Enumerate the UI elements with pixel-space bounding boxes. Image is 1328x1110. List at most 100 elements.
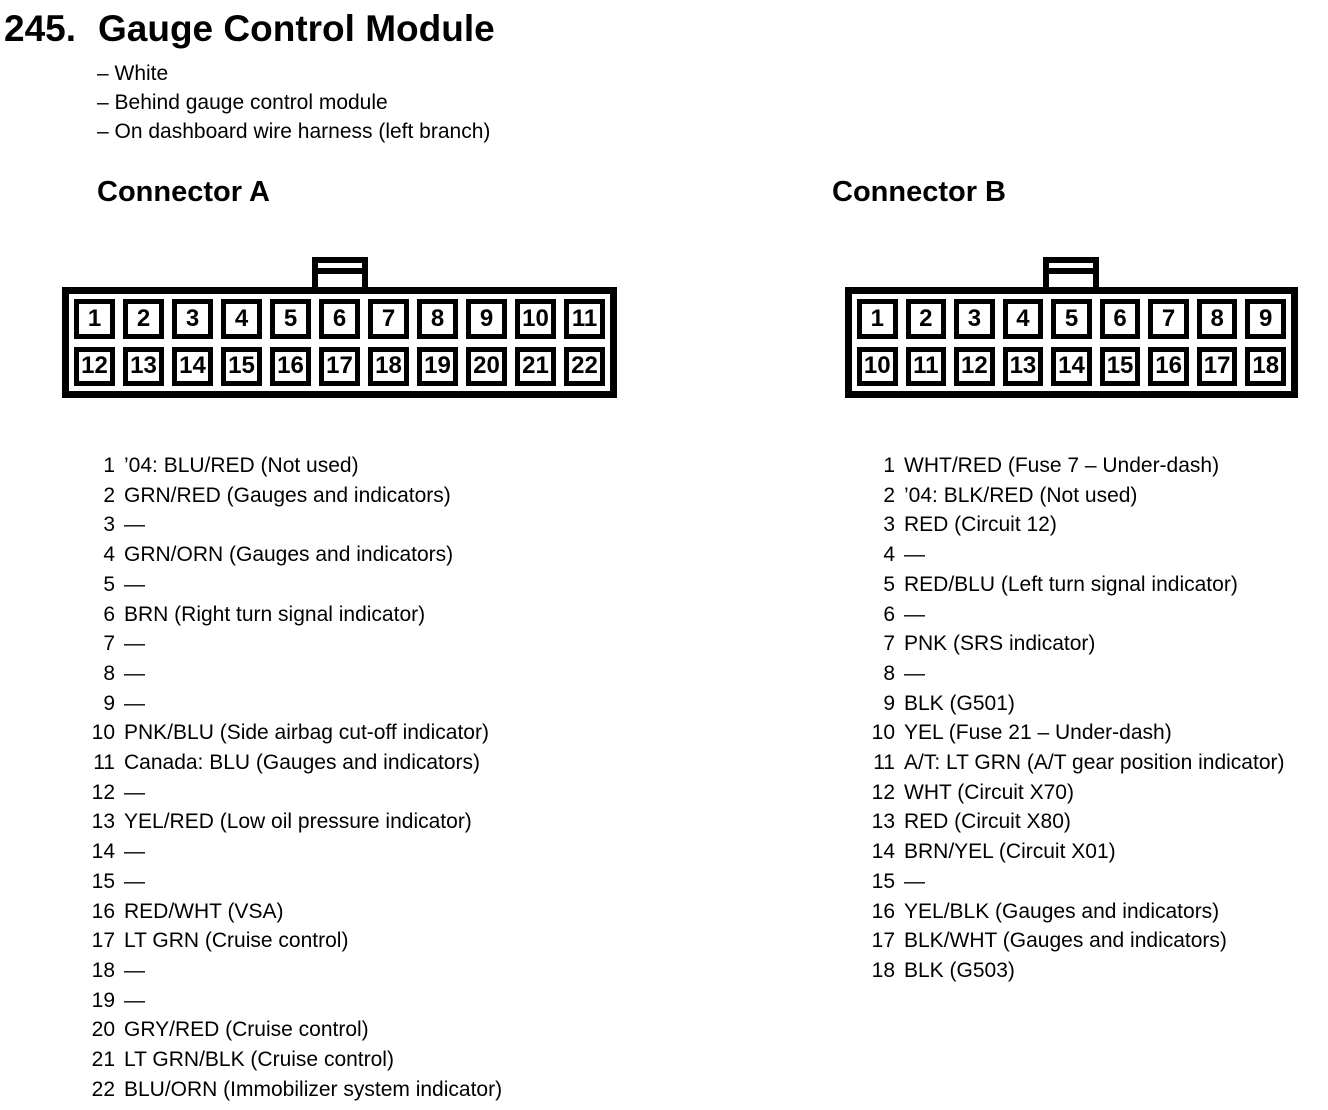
pin-number: 12 xyxy=(871,780,895,804)
pin-description: BLK/WHT (Gauges and indicators) xyxy=(904,929,1227,953)
pin-cell: 12 xyxy=(74,346,115,386)
pin-description: GRN/ORN (Gauges and indicators) xyxy=(124,543,454,567)
pin-description: — xyxy=(124,840,145,864)
connector-a-pin-list: 1 ’04: BLU/RED (Not used) 2 GRN/RED (Gau… xyxy=(85,451,502,1104)
pin-cell: 3 xyxy=(954,299,995,339)
pin-number: 9 xyxy=(883,691,895,715)
pin-cell: 9 xyxy=(466,299,507,339)
pin-description: YEL/BLK (Gauges and indicators) xyxy=(904,899,1220,923)
pin-description: WHT (Circuit X70) xyxy=(904,780,1074,804)
pin-row: 13 YEL/RED (Low oil pressure indicator) xyxy=(85,807,502,837)
pin-row: 12 WHT (Circuit X70) xyxy=(865,778,1284,808)
pin-number: 2 xyxy=(103,483,115,507)
pin-cell: 17 xyxy=(1196,346,1238,386)
connector-a-heading: Connector A xyxy=(97,176,270,208)
pin-row: 12 — xyxy=(85,778,502,808)
pin-number: 8 xyxy=(883,661,895,685)
pin-number: 6 xyxy=(103,602,115,626)
pin-description: A/T: LT GRN (A/T gear position indicator… xyxy=(904,751,1285,775)
pin-cell: 12 xyxy=(954,346,995,386)
pin-number: 20 xyxy=(91,1018,115,1042)
pin-description: ’04: BLU/RED (Not used) xyxy=(124,454,359,477)
pin-number: 7 xyxy=(883,632,895,656)
pin-number: 16 xyxy=(871,899,895,923)
pin-description: BLU/ORN (Immobilizer system indicator) xyxy=(124,1077,503,1101)
pin-cell: 18 xyxy=(1245,346,1286,386)
pin-cell: 20 xyxy=(466,346,507,386)
pin-number: 2 xyxy=(883,483,895,507)
pin-row: 9 BLK (G501) xyxy=(865,689,1284,719)
pin-number: 4 xyxy=(883,543,895,567)
pin-description: Canada: BLU (Gauges and indicators) xyxy=(124,751,481,775)
pin-row: 5 RED/BLU (Left turn signal indicator) xyxy=(865,570,1284,600)
pin-cell: 10 xyxy=(515,299,556,339)
notes-list: – White – Behind gauge control module – … xyxy=(97,59,490,146)
pin-cell: 2 xyxy=(123,299,164,339)
pin-description: — xyxy=(124,780,145,804)
pin-description: YEL/RED (Low oil pressure indicator) xyxy=(124,810,472,834)
pin-row: 8 — xyxy=(865,659,1284,689)
pin-number: 18 xyxy=(91,958,115,982)
pin-number: 1 xyxy=(883,454,895,477)
pin-description: — xyxy=(124,691,145,715)
pin-number: 5 xyxy=(103,572,115,596)
pin-cell: 6 xyxy=(319,299,360,339)
latch-slot xyxy=(1049,268,1093,274)
pin-number: 13 xyxy=(91,810,115,834)
pin-row: 15 — xyxy=(85,867,502,897)
pin-cell: 19 xyxy=(417,346,458,386)
pin-cell: 11 xyxy=(564,299,605,339)
pin-cell: 17 xyxy=(319,346,360,386)
pin-number: 11 xyxy=(873,751,895,775)
pin-description: — xyxy=(904,661,925,685)
pin-row: 17 BLK/WHT (Gauges and indicators) xyxy=(865,926,1284,956)
pin-cell: 5 xyxy=(270,299,311,339)
pin-description: — xyxy=(124,869,145,893)
pin-number: 3 xyxy=(103,513,115,537)
pin-number: 16 xyxy=(91,899,115,923)
pin-row: 20 GRY/RED (Cruise control) xyxy=(85,1015,502,1045)
pin-description: RED/WHT (VSA) xyxy=(124,899,284,923)
latch-slot xyxy=(318,268,362,274)
pin-row: 4 — xyxy=(865,540,1284,570)
pin-number: 15 xyxy=(91,869,115,893)
pin-number: 4 xyxy=(103,543,115,567)
pin-description: — xyxy=(124,988,145,1012)
pin-row: 18 — xyxy=(85,956,502,986)
pin-description: RED/BLU (Left turn signal indicator) xyxy=(904,572,1238,596)
pin-cell: 21 xyxy=(515,346,556,386)
pin-number: 10 xyxy=(871,721,895,745)
pin-number: 1 xyxy=(103,454,115,477)
pin-row: 7 PNK (SRS indicator) xyxy=(865,629,1284,659)
pin-cell: 4 xyxy=(1002,299,1044,339)
pin-row: 13 RED (Circuit X80) xyxy=(865,807,1284,837)
pin-number: 21 xyxy=(91,1048,115,1072)
connector-b-pin-list: 1 WHT/RED (Fuse 7 – Under-dash) 2 ’04: B… xyxy=(865,451,1285,986)
pin-number: 5 xyxy=(883,572,895,596)
pin-description: — xyxy=(904,543,925,567)
page-title: Gauge Control Module xyxy=(98,8,495,49)
pin-row: 18 BLK (G503) xyxy=(865,956,1284,986)
pin-description: BLK (G503) xyxy=(904,958,1015,982)
pin-number: 6 xyxy=(883,602,895,626)
pin-row: 14 — xyxy=(85,837,502,867)
pin-number: 22 xyxy=(91,1077,115,1101)
pin-row: 4 GRN/ORN (Gauges and indicators) xyxy=(85,540,502,570)
pin-cell: 13 xyxy=(123,346,164,386)
doc-title: 245. Gauge Control Module xyxy=(4,8,495,50)
pin-row: 2 GRN/RED (Gauges and indicators) xyxy=(85,481,502,511)
pin-description: ’04: BLK/RED (Not used) xyxy=(904,483,1138,507)
pin-row: 16 YEL/BLK (Gauges and indicators) xyxy=(865,897,1284,927)
pin-row: 10 PNK/BLU (Side airbag cut-off indicato… xyxy=(85,718,502,748)
pin-row: 17 LT GRN (Cruise control) xyxy=(85,926,502,956)
pin-cell: 8 xyxy=(1196,299,1238,339)
pin-row: 10 YEL (Fuse 21 – Under-dash) xyxy=(865,718,1284,748)
pin-cell: 4 xyxy=(221,299,262,339)
pin-description: BRN (Right turn signal indicator) xyxy=(124,602,426,626)
pin-description: BRN/YEL (Circuit X01) xyxy=(904,840,1116,864)
pin-cell: 7 xyxy=(368,299,409,339)
connector-b-diagram: 1 2 3 4 5 6 7 8 9 10 11 12 13 14 15 16 1… xyxy=(845,257,1298,399)
pin-row: 22 BLU/ORN (Immobilizer system indicator… xyxy=(85,1075,502,1105)
pin-description: LT GRN (Cruise control) xyxy=(124,929,349,953)
note-line: – On dashboard wire harness (left branch… xyxy=(97,120,491,143)
